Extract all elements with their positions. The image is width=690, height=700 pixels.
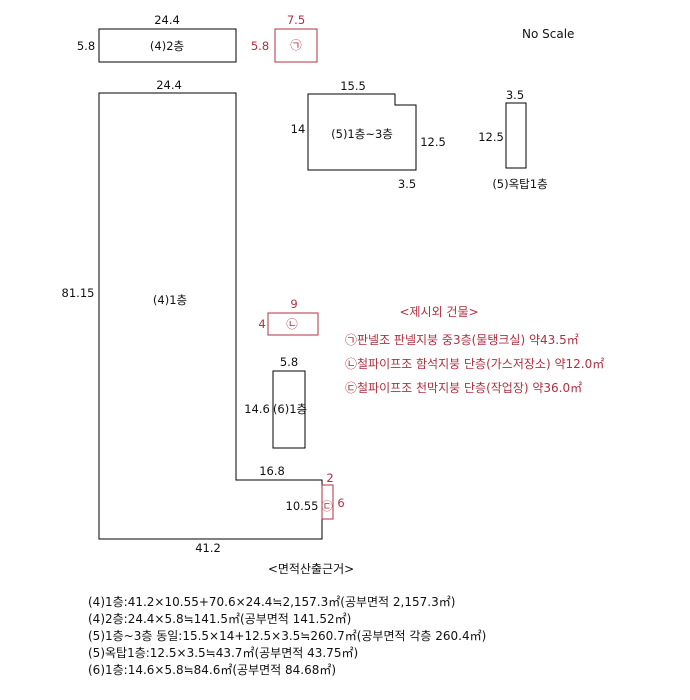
- extra-c-width: 2: [326, 471, 333, 485]
- extra-building-c: [321, 484, 334, 520]
- basis-line: (4)2층:24.4×5.8≒141.5㎡(공부면적 141.52㎡): [88, 612, 351, 626]
- building-5-right: 12.5: [420, 135, 446, 149]
- legend-title: <제시외 건물>: [399, 305, 478, 319]
- building-6-height: 14.6: [244, 402, 270, 416]
- building-5-rooftop-width: 3.5: [506, 88, 524, 102]
- basis-line: (5)1층~3층 동일:15.5×14+12.5×3.5≒260.7㎡(공부면적…: [88, 629, 486, 643]
- extra-building-a: [274, 28, 318, 63]
- building-6-label: (6)1층: [273, 402, 307, 416]
- building-4-2f-label: (4)2층: [150, 39, 184, 53]
- building-5-notch: 3.5: [398, 177, 416, 191]
- building-5-label: (5)1층~3층: [331, 127, 393, 141]
- legend-item-c: ㉢철파이프조 천막지붕 단층(작업장) 약36.0㎡: [345, 380, 582, 395]
- legend-item-a: ㉠판넬조 판넬지붕 중3층(물탱크실) 약43.5㎡: [345, 332, 579, 347]
- building-5-left: 14: [291, 122, 306, 136]
- basis-line: (4)1층:41.2×10.55+70.6×24.4≒2,157.3㎡(공부면적…: [88, 595, 455, 609]
- building-4-2f-height: 5.8: [77, 39, 95, 53]
- extra-b-width: 9: [290, 297, 297, 311]
- building-5-1-3f: [307, 93, 417, 171]
- building-5-rooftop-label: (5)옥탑1층: [492, 177, 547, 191]
- building-4-1f-step: 16.8: [259, 464, 285, 478]
- extra-c-mark: ㉢: [321, 499, 333, 513]
- building-5-rooftop-height: 12.5: [478, 130, 504, 144]
- building-6-width: 5.8: [280, 355, 298, 369]
- building-4-1f-bottom: 41.2: [195, 541, 221, 555]
- no-scale-note: No Scale: [522, 27, 574, 41]
- basis-line: (6)1층:14.6×5.8≒84.6㎡(공부면적 84.68㎡): [88, 663, 336, 677]
- extra-a-mark: ㉠: [290, 38, 302, 52]
- extra-b-mark: ㉡: [286, 317, 298, 331]
- building-4-1f-top: 24.4: [156, 78, 182, 92]
- legend-item-b: ㉡철파이프조 함석지붕 단층(가스저장소) 약12.0㎡: [345, 356, 604, 371]
- building-4-1f-right-low: 10.55: [286, 499, 319, 513]
- building-4-1f: [98, 92, 323, 540]
- extra-c-height: 6: [337, 496, 344, 510]
- building-5-top: 15.5: [340, 79, 366, 93]
- extra-a-width: 7.5: [287, 13, 305, 27]
- basis-line: (5)옥탑1층:12.5×3.5≒43.7㎡(공부면적 43.75㎡): [88, 646, 358, 660]
- building-6-1f: [272, 370, 306, 449]
- basis-title: <면적산출근거>: [268, 562, 354, 576]
- extra-a-height: 5.8: [251, 39, 269, 53]
- building-4-2f: [98, 28, 237, 63]
- building-4-2f-width: 24.4: [154, 13, 180, 27]
- building-5-rooftop: [505, 102, 527, 169]
- building-4-1f-left: 81.15: [62, 286, 95, 300]
- extra-building-b: [267, 312, 319, 336]
- building-4-1f-label: (4)1층: [153, 293, 187, 307]
- extra-b-height: 4: [258, 317, 265, 331]
